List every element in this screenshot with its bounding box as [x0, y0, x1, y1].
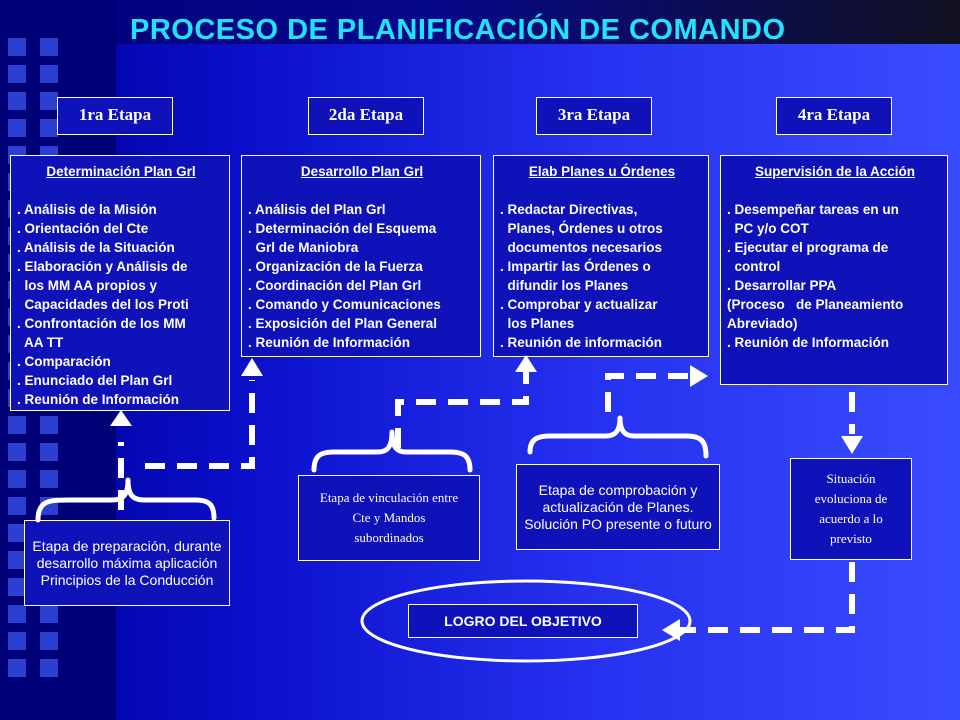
arrow-up-2 [241, 358, 263, 376]
box-line: documentos necesarios [500, 240, 663, 255]
arrow-left-6 [662, 619, 680, 641]
decorative-square [8, 605, 26, 623]
top-band [0, 0, 960, 44]
box-line: Capacidades del los Proti [17, 297, 189, 312]
decorative-square [8, 632, 26, 650]
box-line: . Impartir las Órdenes o [500, 259, 651, 274]
arrow-down-5 [841, 436, 863, 454]
decorative-square [40, 659, 58, 677]
box-line: . Comprobar y actualizar [500, 297, 658, 312]
box-line: Abreviado) [727, 316, 798, 331]
arrow-up-3 [515, 355, 537, 372]
box-line: . Reunión de Información [248, 335, 411, 350]
box-line: . Determinación del Esquema [248, 221, 437, 236]
box-line: . Elaboración y Análisis de [17, 259, 188, 274]
box-line: Planes, Órdenes u otros [500, 221, 663, 236]
decorative-square [40, 416, 58, 434]
decorative-square [8, 470, 26, 488]
box-line: . Comando y Comunicaciones [248, 297, 441, 312]
decorative-square [8, 119, 26, 137]
box-line: control [727, 259, 781, 274]
stage-3-label: 3ra Etapa [536, 97, 652, 135]
decorative-square [8, 65, 26, 83]
box-line: . Desarrollar PPA [727, 278, 837, 293]
decorative-square [40, 65, 58, 83]
note-comprobacion: Etapa de comprobación y actualización de… [516, 464, 720, 550]
note-situacion-text: Situación evoluciona de acuerdo a lo pre… [814, 471, 888, 546]
dashed-connector-2 [145, 380, 255, 469]
box-line: . Enunciado del Plan Grl [17, 373, 173, 388]
box-elab-planes: Elab Planes u Órdenes . Redactar Directiv… [493, 155, 709, 357]
box-line: . Coordinación del Plan Grl [248, 278, 422, 293]
arrow-up-1 [110, 410, 132, 426]
note-comprobacion-text: Etapa de comprobación y actualización de… [524, 481, 712, 532]
stage-1-label: 1ra Etapa [57, 97, 173, 135]
box-desarrollo-plan: Desarrollo Plan Grl . Análisis del Plan G… [241, 155, 481, 357]
box-line: . Exposición del Plan General [248, 316, 438, 331]
note-vinculacion: Etapa de vinculación entre Cte y Mandos … [298, 475, 480, 561]
box-line: . Reunión de Información [727, 335, 890, 350]
box-line: . Comparación [17, 354, 111, 369]
decorative-square [8, 551, 26, 569]
note-vinculacion-text: Etapa de vinculación entre Cte y Mandos … [319, 490, 459, 545]
decorative-square [8, 659, 26, 677]
arrow-right-4 [690, 365, 708, 387]
page-title: PROCESO DE PLANIFICACIÓN DE COMANDO [130, 14, 786, 46]
box-determinacion-plan: Determinación Plan Grl . Análisis de la M… [10, 155, 230, 411]
decorative-square [40, 119, 58, 137]
decorative-square [8, 524, 26, 542]
decorative-square [8, 38, 26, 56]
box-line: . Desempeñar tareas en un [727, 202, 899, 217]
box-line: difundir los Planes [500, 278, 629, 293]
note-situacion: Situación evoluciona de acuerdo a lo pre… [790, 458, 912, 560]
box-heading: Elab Planes u Órdenes [528, 164, 676, 179]
box-line: . Confrontación de los MM [17, 316, 186, 331]
decorative-square [40, 632, 58, 650]
decorative-square [8, 92, 26, 110]
decorative-square [40, 605, 58, 623]
dashed-connector-6 [680, 562, 855, 633]
dashed-connector-4 [605, 373, 692, 412]
box-line: Grl de Maniobra [248, 240, 359, 255]
decorative-square [8, 416, 26, 434]
note-preparacion-text: Etapa de preparación, durante desarrollo… [32, 537, 222, 588]
brace-preparacion [35, 477, 217, 523]
box-line: . Organización de la Fuerza [248, 259, 423, 274]
box-line: . Ejecutar el programa de [727, 240, 889, 255]
box-supervision-accion: Supervisión de la Acción . Desempeñar tar… [720, 155, 948, 385]
decorative-square [40, 443, 58, 461]
decorative-square [40, 470, 58, 488]
box-heading: Desarrollo Plan Grl [300, 164, 424, 179]
decorative-square [40, 92, 58, 110]
decorative-square [8, 443, 26, 461]
decorative-square [8, 497, 26, 515]
stage-2-label: 2da Etapa [308, 97, 424, 135]
box-line: . Análisis de la Misión [17, 202, 157, 217]
note-preparacion: Etapa de preparación, durante desarrollo… [24, 520, 230, 606]
box-line: . Reunión de información [500, 335, 663, 350]
decorative-square [40, 38, 58, 56]
stage-4-label: 4ra Etapa [776, 97, 892, 135]
box-heading: Determinación Plan Grl [46, 164, 196, 179]
box-line: los MM AA propios y [17, 278, 158, 293]
box-line: AA TT [17, 335, 64, 350]
box-line: (Proceso de Planeamiento [727, 297, 904, 312]
box-line: . Análisis del Plan Grl [248, 202, 386, 217]
box-line: . Reunión de Información [17, 392, 180, 407]
decorative-square [8, 578, 26, 596]
brace-comprobacion [527, 415, 709, 459]
brace-vinculacion [311, 429, 473, 473]
box-heading: Supervisión de la Acción [754, 164, 916, 179]
box-line: PC y/o COT [727, 221, 809, 236]
box-line: . Orientación del Cte [17, 221, 149, 236]
box-line: los Planes [500, 316, 575, 331]
box-line: . Análisis de la Situación [17, 240, 175, 255]
dashed-connector-3 [395, 372, 529, 448]
logro-ellipse [360, 579, 692, 663]
box-line: . Redactar Directivas, [500, 202, 638, 217]
logro-objetivo-box: LOGRO DEL OBJETIVO [408, 604, 638, 638]
